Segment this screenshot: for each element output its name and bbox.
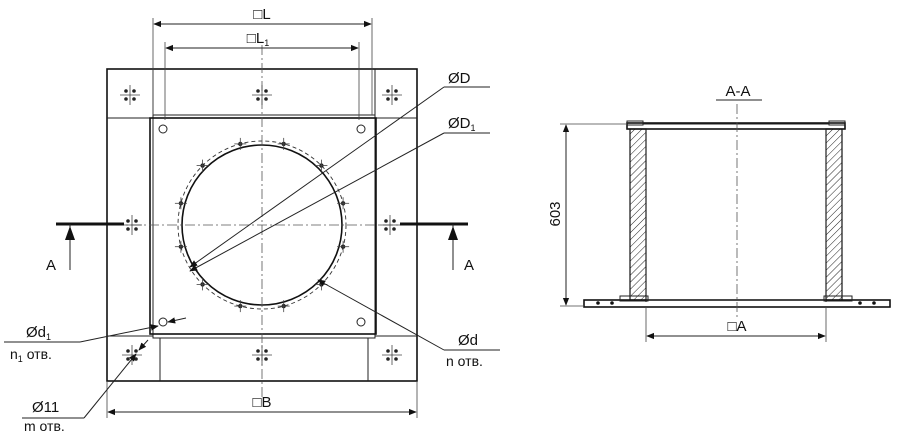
label-D: ØD — [448, 70, 471, 87]
section-mark-left: A — [46, 257, 56, 274]
label-A: □A — [727, 318, 746, 335]
label-11: Ø11 — [32, 399, 59, 416]
mounting-hole-cluster — [122, 215, 142, 235]
mounting-hole-clusters — [120, 85, 402, 365]
mounting-hole-cluster — [252, 85, 272, 105]
mounting-hole-cluster — [120, 85, 140, 105]
section-title: A-A — [725, 83, 750, 100]
label-m-holes: m отв. — [24, 418, 65, 434]
label-n1-holes: n1 отв. — [10, 346, 52, 364]
plan-view: □L □L1 □B ØD ØD1 Ød n отв. Ød1 n1 отв. — [4, 6, 500, 434]
label-d-holes: n отв. — [446, 353, 483, 369]
label-L: □L — [253, 6, 270, 23]
section-mark-right: A — [464, 257, 474, 274]
left-wall — [629, 128, 647, 301]
mounting-hole-cluster — [252, 345, 272, 365]
label-L1: □L1 — [247, 30, 269, 48]
label-d: Ød — [458, 332, 478, 349]
flange-plate — [149, 117, 377, 335]
label-B: □B — [252, 394, 271, 411]
mounting-hole-cluster — [380, 215, 400, 235]
label-D1: ØD1 — [448, 115, 476, 133]
label-height: 603 — [547, 201, 564, 226]
mounting-hole-cluster — [382, 345, 402, 365]
right-wall — [825, 128, 843, 301]
mounting-hole-cluster — [382, 85, 402, 105]
mounting-hole-cluster — [122, 345, 142, 365]
bolt-holes-d1 — [158, 124, 366, 327]
section-view: A-A 603 □A — [547, 83, 891, 342]
inner-frame — [152, 114, 376, 339]
label-d1: Ød1 — [26, 324, 51, 342]
